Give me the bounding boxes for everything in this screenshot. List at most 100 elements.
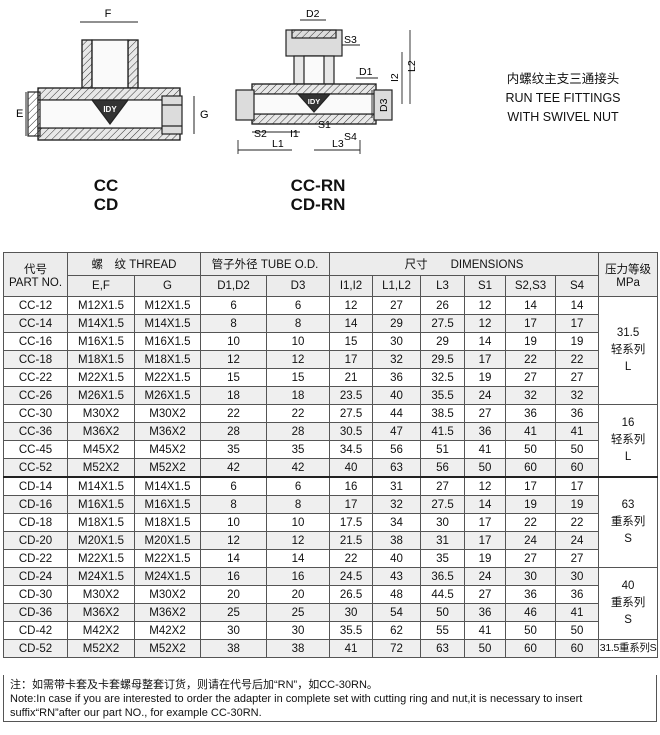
table-cell: CC-30 bbox=[3, 404, 68, 423]
table-cell: CD-16 bbox=[3, 495, 68, 514]
table-cell: 22 bbox=[555, 513, 600, 532]
table-cell: 55 bbox=[420, 621, 466, 640]
technical-drawing: IDY F E G IDY bbox=[16, 8, 418, 154]
table-cell: 27 bbox=[464, 585, 507, 604]
table-cell: 28 bbox=[200, 422, 268, 441]
table-cell: 35.5 bbox=[329, 621, 374, 640]
header-dimensions: 尺寸 DIMENSIONS bbox=[329, 252, 600, 276]
table-cell: 14 bbox=[464, 495, 507, 514]
dim-s3-label: S3 bbox=[344, 34, 357, 46]
table-cell: 46 bbox=[505, 603, 557, 622]
dim-l3-label: L3 bbox=[332, 138, 344, 150]
note-en-1: Note:In case if you are interested to or… bbox=[10, 693, 583, 705]
table-cell: 63 bbox=[420, 639, 466, 658]
title-en-1: RUN TEE FITTINGS bbox=[505, 91, 621, 105]
table-cell: 27 bbox=[505, 368, 557, 387]
order-note: 注：如需带卡套及卡套螺母整套订货，则请在代号后加“RN”，如CC-30RN。 N… bbox=[3, 675, 657, 722]
table-cell: M30X2 bbox=[67, 404, 135, 423]
table-cell: 6 bbox=[200, 476, 268, 496]
table-cell: 14 bbox=[555, 296, 600, 315]
table-cell: 36 bbox=[505, 404, 557, 423]
table-cell: M45X2 bbox=[67, 440, 135, 459]
table-cell: CC-45 bbox=[3, 440, 68, 459]
table-cell: 32 bbox=[505, 386, 557, 405]
table-cell: M12X1.5 bbox=[67, 296, 135, 315]
table-cell: 42 bbox=[200, 458, 268, 478]
table-cell: 29 bbox=[372, 314, 422, 333]
table-cell: M24X1.5 bbox=[67, 567, 135, 586]
header-d3: D3 bbox=[266, 275, 331, 297]
table-cell: 24 bbox=[505, 531, 557, 550]
table-cell: 38 bbox=[372, 531, 422, 550]
table-cell: 30 bbox=[200, 621, 268, 640]
table-cell: 18 bbox=[200, 386, 268, 405]
table-cell: 27 bbox=[372, 296, 422, 315]
table-cell: 38 bbox=[200, 639, 268, 658]
title-en-2: WITH SWIVEL NUT bbox=[507, 110, 619, 124]
table-cell: 16 bbox=[200, 567, 268, 586]
table-cell: 60 bbox=[555, 639, 600, 658]
table-cell: 17 bbox=[329, 350, 374, 369]
table-cell: 10 bbox=[200, 513, 268, 532]
header-d1d2: D1,D2 bbox=[200, 275, 268, 297]
header-s2s3: S2,S3 bbox=[505, 275, 557, 297]
table-cell: 50 bbox=[464, 639, 507, 658]
table-cell: 17 bbox=[555, 476, 600, 496]
table-cell: 36 bbox=[555, 404, 600, 423]
table-cell: 44 bbox=[372, 404, 422, 423]
table-cell: M18X1.5 bbox=[67, 513, 135, 532]
pressure-class-cell: 31.5重系列S bbox=[598, 639, 659, 658]
table-cell: 15 bbox=[266, 368, 331, 387]
table-cell: M24X1.5 bbox=[133, 567, 202, 586]
right-dimension-lines bbox=[237, 19, 411, 154]
table-cell: 36 bbox=[464, 422, 507, 441]
table-cell: M52X2 bbox=[133, 639, 202, 658]
table-cell: 30 bbox=[505, 567, 557, 586]
header-l3: L3 bbox=[420, 275, 466, 297]
table-cell: 34.5 bbox=[329, 440, 374, 459]
table-cell: 14 bbox=[505, 296, 557, 315]
table-cell: 60 bbox=[505, 639, 557, 658]
table-cell: 62 bbox=[372, 621, 422, 640]
table-cell: 26 bbox=[420, 296, 466, 315]
table-cell: 41 bbox=[329, 639, 374, 658]
table-cell: 22 bbox=[200, 404, 268, 423]
table-cell: CD-30 bbox=[3, 585, 68, 604]
table-cell: 21.5 bbox=[329, 531, 374, 550]
table-cell: 10 bbox=[200, 332, 268, 351]
dim-s2-label: S2 bbox=[254, 128, 267, 140]
table-cell: 12 bbox=[464, 296, 507, 315]
table-cell: 10 bbox=[266, 513, 331, 532]
table-cell: 27 bbox=[420, 476, 466, 496]
table-cell: 6 bbox=[200, 296, 268, 315]
header-i1i2: I1,I2 bbox=[329, 275, 374, 297]
table-cell: M22X1.5 bbox=[67, 368, 135, 387]
table-cell: M52X2 bbox=[133, 458, 202, 478]
header-s1: S1 bbox=[464, 275, 507, 297]
dim-e-label: E bbox=[16, 108, 23, 120]
table-cell: 36 bbox=[372, 368, 422, 387]
table-cell: M52X2 bbox=[67, 458, 135, 478]
table-cell: 29 bbox=[420, 332, 466, 351]
table-cell: 14 bbox=[329, 314, 374, 333]
table-cell: M20X1.5 bbox=[67, 531, 135, 550]
table-cell: CC-22 bbox=[3, 368, 68, 387]
table-cell: 54 bbox=[372, 603, 422, 622]
dim-i1-label: I1 bbox=[290, 128, 299, 140]
table-cell: 56 bbox=[420, 458, 466, 478]
table-cell: 35.5 bbox=[420, 386, 466, 405]
table-cell: CD-14 bbox=[3, 476, 68, 496]
table-cell: 56 bbox=[372, 440, 422, 459]
